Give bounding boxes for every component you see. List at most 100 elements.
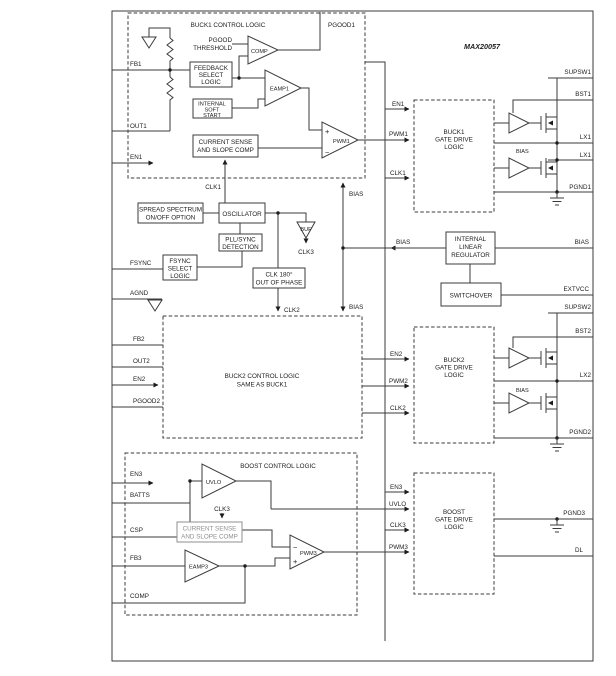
- comp-label: COMP: [251, 49, 268, 55]
- soft-start-line3: START: [203, 113, 221, 119]
- switchover-label: SWITCHOVER: [450, 293, 493, 300]
- pgood-threshold-line2: THRESHOLD: [193, 45, 232, 52]
- bias-fet2-label: BIAS: [516, 388, 529, 394]
- pin-bst2: BST2: [575, 328, 591, 335]
- pin-extvcc: EXTVCC: [563, 286, 589, 293]
- boost-control-title: BOOST CONTROL LOGIC: [240, 463, 316, 470]
- bias-fet1-label: BIAS: [516, 149, 529, 155]
- pgood1-label: PGOOD1: [328, 22, 355, 29]
- pin-dl: DL: [575, 547, 584, 554]
- pin-fb3: FB3: [130, 555, 142, 562]
- chip-title: MAX20057: [464, 42, 501, 51]
- pll-sync-box: [218, 233, 263, 252]
- clk2-down-label: CLK2: [284, 307, 300, 314]
- agnd-ground-icon: [147, 299, 163, 312]
- soft-start-line2: SOFT: [205, 108, 220, 114]
- clk180-box: [252, 267, 306, 289]
- uvlo-label: UVLO: [206, 480, 222, 486]
- buck2-gd-line1: BUCK2: [444, 357, 465, 364]
- pin-en2: EN2: [133, 376, 146, 383]
- oscillator-label: OSCILLATOR: [222, 211, 262, 218]
- buck2-gd-line2: GATE DRIVE: [435, 365, 473, 372]
- pin-bst1: BST1: [575, 91, 591, 98]
- pin-out1: OUT1: [130, 123, 147, 130]
- sig-clk1: CLK1: [390, 170, 406, 177]
- pin-supsw2: SUPSW2: [564, 304, 591, 311]
- clk180-line2: OUT OF PHASE: [256, 280, 303, 287]
- chip-outline: [111, 10, 594, 662]
- sig-pwm2: PWM2: [389, 378, 408, 385]
- function-boxes: [137, 61, 502, 543]
- pin-en1: EN1: [130, 154, 143, 161]
- feedback-select-line2: SELECT: [199, 72, 224, 79]
- soft-start-line1: INTERNAL: [198, 102, 226, 108]
- pwm1-minus-sign: −: [325, 148, 330, 157]
- feedback-select-line1: FEEDBACK: [194, 65, 229, 72]
- sig-pwm3: PWM3: [389, 544, 408, 551]
- pin-pgnd3: PGND3: [563, 510, 585, 517]
- buf-label: BUF: [300, 227, 312, 233]
- feedback-select-line3: LOGIC: [201, 79, 221, 86]
- pin-bias: BIAS: [575, 239, 589, 246]
- pwm3-label: PWM3: [300, 551, 317, 557]
- buck1-gd-line3: LOGIC: [444, 144, 464, 151]
- clk3-boost-label: CLK3: [214, 506, 230, 513]
- pgnd2-ground-icon: [550, 438, 564, 452]
- pwm1-comparator: [321, 121, 360, 159]
- pin-pgood2: PGOOD2: [133, 398, 160, 405]
- bias-left-label: BIAS: [396, 239, 410, 246]
- pll-sync-line1: PLL/SYNC: [225, 237, 256, 244]
- buck1-current-sense-box: [192, 134, 259, 158]
- pll-sync-line2: DETECTION: [222, 244, 259, 251]
- eamp1-amplifier: [264, 69, 303, 107]
- buck2-control-line1: BUCK2 CONTROL LOGIC: [225, 373, 300, 380]
- buck2-gd-line3: LOGIC: [444, 372, 464, 379]
- buck1-gate-drive-box: [413, 99, 495, 213]
- buck1-gd-line2: GATE DRIVE: [435, 137, 473, 144]
- pin-lx1a: LX1: [580, 134, 592, 141]
- pin-en3: EN3: [130, 471, 143, 478]
- pgnd1-ground-icon: [550, 192, 564, 206]
- wiring: [112, 12, 593, 641]
- spread-spectrum-box: [137, 202, 204, 224]
- ilr-line3: REGULATOR: [451, 252, 490, 259]
- pin-fsync: FSYNC: [130, 260, 152, 267]
- switchover-box: [440, 282, 502, 307]
- spread-spectrum-line2: ON/OFF OPTION: [146, 215, 196, 222]
- bias-down-label: BIAS: [349, 304, 363, 311]
- mosfet-arrow-icon: [548, 400, 553, 406]
- buck1-cs-line1: CURRENT SENSE: [199, 139, 253, 146]
- buck2-control-box: [162, 315, 363, 439]
- sig-en3: EN3: [390, 484, 403, 491]
- pin-fb1: FB1: [130, 61, 142, 68]
- triangles: [184, 35, 553, 583]
- pin-lx1b: LX1: [580, 152, 592, 159]
- boost-gd-line1: BOOST: [443, 509, 465, 516]
- sig-en1: EN1: [392, 101, 405, 108]
- fsync-select-line1: FSYNC: [169, 258, 191, 265]
- fsync-select-line2: SELECT: [168, 266, 193, 273]
- boost-current-sense-box: [176, 521, 243, 543]
- mosfet-arrow-icon: [548, 355, 553, 361]
- buck2-gate-drive-box: [413, 326, 495, 444]
- buck1-control-box: [127, 12, 366, 179]
- spread-spectrum-line1: SPREAD SPECTRUM: [139, 207, 202, 214]
- ilr-line1: INTERNAL: [455, 236, 487, 243]
- buck1-control-title: BUCK1 CONTROL LOGIC: [191, 22, 266, 29]
- mosfet-arrow-icon: [548, 120, 553, 126]
- pin-supsw1: SUPSW1: [564, 69, 591, 76]
- pin-lx2: LX2: [580, 372, 592, 379]
- sig-pwm1: PWM1: [389, 131, 408, 138]
- pin-agnd: AGND: [130, 290, 149, 297]
- oscillator-box: [218, 202, 266, 224]
- sig-clk3: CLK3: [390, 522, 406, 529]
- buck2-low-driver: [508, 392, 531, 414]
- pin-out2: OUT2: [133, 358, 150, 365]
- fsync-select-line3: LOGIC: [170, 273, 190, 280]
- sig-uvlo: UVLO: [389, 501, 406, 508]
- pwm3-plus-sign: +: [293, 557, 298, 566]
- uvlo-comparator: [201, 463, 238, 499]
- pin-comp: COMP: [130, 593, 149, 600]
